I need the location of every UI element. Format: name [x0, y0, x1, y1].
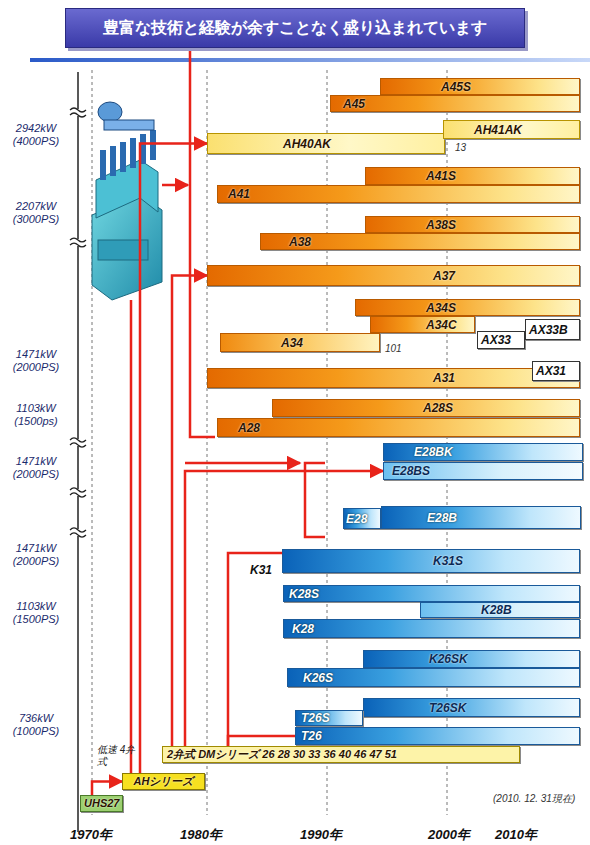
note-label: (2010. 12. 31現在) [493, 793, 575, 805]
engine-bar: E28BK [383, 443, 583, 461]
power-axis-label: 1103kW (1500ps) [5, 402, 67, 427]
engine-bar: A41 [217, 185, 580, 203]
engine-bar: K26S [287, 668, 580, 687]
model-name: E28BK [414, 446, 453, 458]
lineage-arrow [228, 553, 282, 746]
engine-bar: K26SK [363, 650, 580, 668]
model-name: A41S [426, 170, 456, 182]
engine-bar: K28B [420, 602, 580, 618]
engine-bar: A45S [380, 78, 580, 95]
model-name: AH40AK [283, 138, 331, 150]
engine-bar: A28S [272, 399, 580, 417]
engine-bar: E28 [343, 508, 381, 529]
engine-bar: A38S [365, 216, 580, 233]
model-name: K28B [481, 604, 512, 616]
engine-bar: AHシリーズ [122, 773, 205, 790]
model-name: AH41AK [474, 124, 522, 136]
engine-bar: A37 [207, 265, 580, 286]
model-name: A45S [441, 81, 471, 93]
model-name: A28S [423, 402, 453, 414]
engine-bar: K28S [283, 585, 580, 602]
engine-bar: A34C [370, 316, 475, 333]
engine-bar: AX31 [532, 361, 580, 381]
model-name: E28BS [392, 465, 430, 477]
year-label: 1990年 [300, 826, 342, 844]
note-label: 101 [385, 343, 402, 355]
engine-bar: E28BS [383, 462, 583, 480]
lineage-arrow [140, 144, 207, 774]
year-label: 1980年 [180, 826, 222, 844]
power-axis-label: 1471kW (2000PS) [5, 542, 67, 567]
lineage-arrow [228, 736, 295, 746]
power-axis-label: 1103kW (1500PS) [5, 600, 67, 625]
engine-bar: K28 [283, 619, 580, 638]
year-label: 2000年 [428, 826, 470, 844]
model-name: T26SK [429, 702, 466, 714]
engine-bar: 2弁式 DMシリーズ 26 28 30 33 36 40 46 47 51 [162, 746, 520, 763]
model-name: K26SK [429, 653, 468, 665]
model-name: A34 [281, 337, 303, 349]
model-name: K28S [289, 588, 319, 600]
model-name: A45 [343, 98, 365, 110]
year-label: 2010年 [495, 826, 537, 844]
engine-bar: T26SK [363, 698, 580, 717]
lineage-arrow [92, 782, 122, 796]
model-name: AX33 [481, 334, 511, 346]
engine-bar: T26S [295, 710, 363, 726]
title-banner: 豊富な技術と経験が余すことなく盛り込まれています [65, 8, 525, 48]
engine-bar: A45 [330, 95, 580, 112]
engine-bar: T26 [295, 727, 580, 745]
series-note: 低速 4弁式 [97, 744, 137, 767]
model-name: AHシリーズ [134, 776, 194, 787]
model-name: A38 [289, 236, 311, 248]
lineage-arrow [172, 276, 207, 747]
model-name: AX31 [536, 365, 566, 377]
power-axis-label: 2207kW (3000PS) [5, 200, 67, 225]
model-name: A34C [426, 319, 457, 331]
lineage-arrow [185, 471, 383, 746]
model-name: K26S [303, 672, 333, 684]
engine-illustration [92, 102, 162, 300]
model-name: A41 [228, 188, 250, 200]
engine-bar: A28 [217, 418, 580, 437]
model-name: A38S [426, 219, 456, 231]
model-name: K28 [292, 623, 314, 635]
engine-bar: AX33B [525, 319, 580, 340]
model-name: A31 [433, 372, 455, 384]
model-name: E28B [427, 512, 457, 524]
model-name: A28 [238, 422, 260, 434]
model-name: T26S [301, 712, 330, 724]
engine-bar: A34S [355, 299, 580, 316]
power-axis-label: 1471kW (2000PS) [5, 348, 67, 373]
engine-bar: A31 [207, 368, 580, 388]
engine-bar: A34 [220, 333, 380, 352]
power-axis-label: 736kW (1000PS) [5, 712, 67, 737]
model-name: K31S [433, 555, 463, 567]
header-rule [30, 58, 590, 62]
model-name: K31 [250, 563, 272, 577]
model-name: A37 [433, 270, 455, 282]
model-name: AX33B [529, 324, 568, 336]
model-name: UHS27 [84, 798, 119, 809]
model-name: 2弁式 DMシリーズ 26 28 30 33 36 40 46 47 51 [167, 749, 397, 760]
model-name: A34S [426, 302, 456, 314]
year-label: 1970年 [70, 826, 112, 844]
y-axis [77, 72, 79, 832]
engine-bar: A41S [365, 167, 580, 185]
engine-bar: E28B [381, 506, 581, 529]
engine-bar: UHS27 [80, 795, 123, 812]
engine-bar: AX33 [477, 331, 525, 349]
power-axis-label: 2942kW (4000PS) [5, 122, 67, 147]
engine-bar: A38 [260, 233, 580, 250]
model-name: E28 [346, 513, 367, 525]
note-label: 13 [455, 142, 466, 154]
power-axis-label: 1471kW (2000PS) [5, 455, 67, 480]
engine-bar: AH40AK [207, 133, 445, 154]
axis-breaks [70, 108, 86, 537]
engine-bar: AH41AK [443, 120, 580, 139]
model-name: T26 [301, 730, 322, 742]
engine-bar: K31S [282, 549, 580, 573]
